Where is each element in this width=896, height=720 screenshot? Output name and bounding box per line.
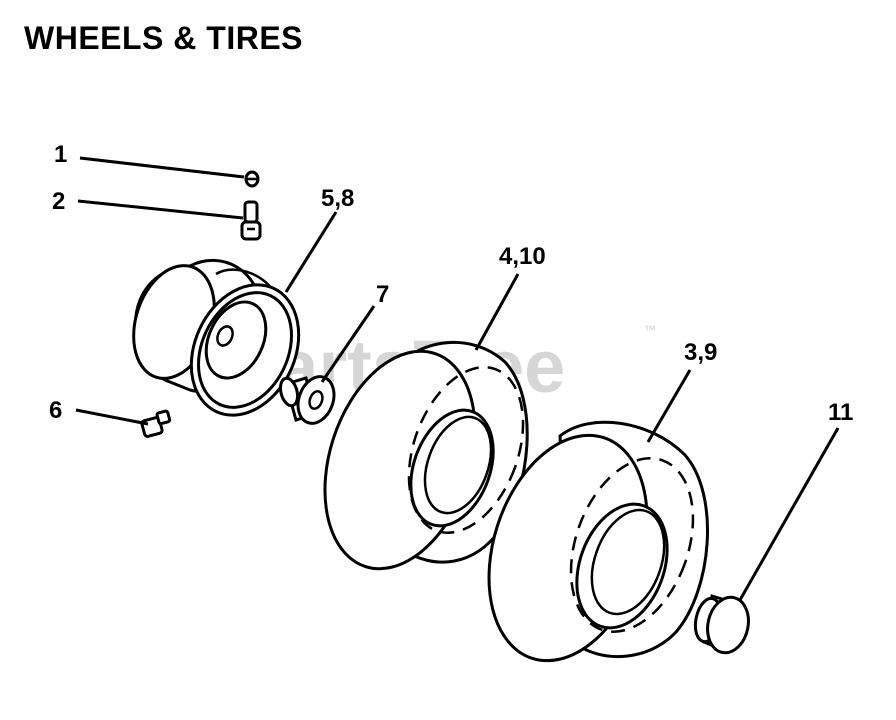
leader-line-5-8 [284, 211, 338, 293]
callout-label-6: 6 [49, 397, 62, 424]
leader-line-6 [75, 408, 149, 426]
callout-label-5-8: 5,8 [321, 185, 354, 212]
callout-label-3-9: 3,9 [684, 339, 717, 366]
front-tire-part[interactable] [299, 332, 544, 588]
callout-label-7: 7 [376, 281, 389, 308]
leader-line-2 [77, 199, 244, 220]
hub-cap-part[interactable] [692, 593, 754, 656]
rear-tire-part[interactable] [462, 415, 716, 681]
leader-line-11 [738, 427, 840, 601]
callout-label-4-10: 4,10 [499, 243, 546, 270]
diagram-title: WHEELS & TIRES [24, 20, 303, 56]
callout-label-11: 11 [828, 399, 853, 426]
leader-line-1 [79, 156, 245, 179]
valve-cap-part[interactable] [244, 170, 260, 188]
callout-label-2: 2 [52, 188, 65, 215]
callout-label-1: 1 [54, 141, 67, 168]
valve-stem-part[interactable] [240, 200, 262, 241]
leader-line-7 [320, 305, 376, 383]
rim-part[interactable] [120, 255, 319, 433]
leader-line-3-9 [646, 369, 692, 443]
watermark-trademark: ™ [644, 323, 656, 337]
leader-line-4-10 [474, 273, 520, 351]
